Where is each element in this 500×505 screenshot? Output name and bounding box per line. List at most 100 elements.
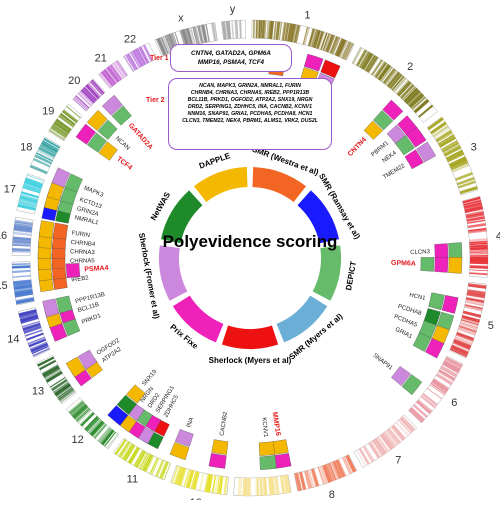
gene-evidence-block [174,429,194,447]
chromosome-stripe [14,286,33,291]
chromosome-stripe [178,467,187,486]
chromosome-stripe [468,283,487,287]
chromosome-stripe [369,441,381,458]
chromosome-stripe [302,26,309,45]
gene-evidence-block [65,356,86,378]
chromosome-stripe [469,259,488,262]
chromosome-stripe [451,344,469,355]
gene-evidence-block [391,366,411,387]
chromosome-stripe [338,39,347,57]
chromosome-label-11: 11 [127,474,138,486]
chromosome-stripe [388,73,402,89]
chromosome-stripe [460,319,479,326]
chromosome-stripe [340,41,351,59]
chromosome-stripe [313,468,320,486]
chromosome-stripe [285,474,291,493]
chromosome-stripe [43,368,61,379]
chromosome-label-8: 8 [329,489,335,500]
chromosome-stripe [236,20,239,39]
chromosome-stripe [437,134,454,145]
chromosome-stripe [14,291,33,296]
chromosome-stripe [387,72,401,88]
chromosome-stripe [37,356,55,367]
chromosome-stripe [75,407,90,421]
chromosome-stripe [457,327,476,336]
gene-label-gpm6a: GPM6A [391,260,416,268]
chromosome-stripe [39,144,57,155]
chromosome-stripe [139,452,149,470]
chromosome-stripe [238,477,242,496]
chromosome-stripe [59,112,76,127]
tier2-line: CLCN3, TMEM22, NEK4, PBRM1, ALMS1, VRK2,… [182,118,318,124]
chromosome-stripe [258,20,261,39]
chromosome-stripe [80,89,95,104]
chromosome-stripe [211,22,218,41]
chromosome-stripe [273,21,277,40]
gene-track-mmp16: MMP16 [271,411,292,469]
chromosome-stripe [443,360,461,372]
chromosome-stripe [445,149,463,160]
chromosome-stripe [399,418,413,433]
chromosome-stripe [52,124,68,136]
chromosome-stripe [451,161,469,171]
chromosome-stripe [91,421,105,437]
chromosome-stripe [22,186,41,194]
chromosome-stripe [89,420,104,436]
chromosome-stripe [198,24,206,44]
chromosome-stripe [40,144,57,154]
chromosome-stripe [160,36,169,55]
chromosome-stripe [323,464,333,483]
chromosome-stripe [366,56,378,73]
chromosome-stripe [87,418,102,434]
chromosome-stripe [352,47,363,65]
chromosome-stripe [58,388,74,400]
method-label-dapple: DAPPLE [198,151,232,171]
chromosome-stripe [17,203,36,211]
tier2-line: CHRNB4, CHRNA3, CHRNA5, IREB2, PPP1R13B [190,90,310,96]
chromosome-stripe [420,394,437,409]
chromosome-stripe [107,66,120,82]
chromosome-stripe [403,87,419,103]
chromosome-stripe [400,416,416,432]
chromosome-stripe [73,96,89,111]
chromosome-stripe [180,29,189,48]
chromosome-stripe [468,230,487,234]
chromosome-stripe [29,341,48,351]
chromosome-label-1: 1 [304,10,310,22]
chromosome-stripe [388,72,401,88]
chromosome-stripe [242,477,245,496]
chromosome-stripe [417,399,433,413]
gene-label-ppp1r13b: PPP1R13B [75,292,106,305]
chromosome-stripe [381,433,394,449]
chromosome-stripe [253,20,255,39]
chromosome-stripe [79,411,94,426]
chromosome-stripe [160,461,170,480]
chromosome-stripe [162,36,171,54]
chromosome-stripe [196,25,203,44]
chromosome-stripe [361,52,374,70]
chromosome-stripe [135,48,147,66]
chromosome-stripe [440,365,458,377]
chromosome-stripe [141,453,151,471]
chromosome-stripe [451,163,470,173]
chromosome-stripe [101,429,115,446]
chromosome-stripe [98,73,112,89]
chromosome-stripe [409,94,425,109]
chromosome-stripe [292,24,298,43]
chromosome-stripe [163,35,171,54]
chromosome-stripe [318,466,325,485]
chromosome-stripe [457,177,475,186]
chromosome-stripe [408,408,424,423]
method-arc-depict [312,245,341,301]
tier2-line: NCAN, MAPK3, GRIN2A, NMRAL1, FURIN [199,83,301,89]
chromosome-stripe [125,54,136,71]
chromosome-stripe [380,433,394,450]
chromosome-stripe [400,417,414,432]
chromosome-stripe [14,223,33,228]
chromosome-label-5: 5 [488,320,494,332]
gene-evidence-block [434,243,449,259]
gene-evidence-block [425,338,445,359]
chromosome-stripe [211,475,217,494]
chromosome-stripe [469,253,488,255]
tier1-gene-list: CNTN4, GATAD2A, GPM6A MMP16, PSMA4, TCF4 [170,44,292,72]
